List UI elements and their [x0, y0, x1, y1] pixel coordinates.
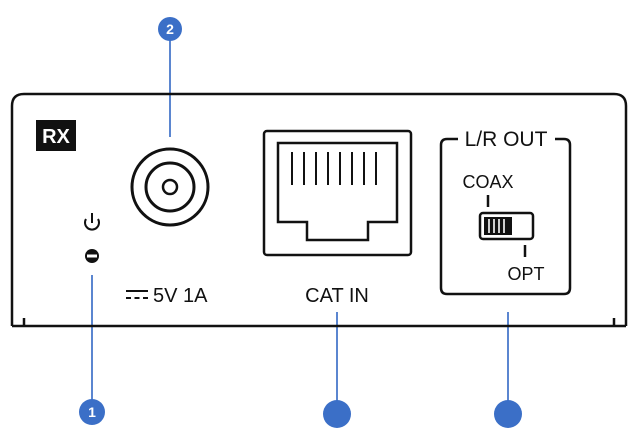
- power-input-label: 5V 1A: [153, 285, 208, 307]
- switch-bottom-label: OPT: [507, 264, 544, 284]
- callout-1: 1: [79, 399, 105, 425]
- rj45-port-icon: [262, 129, 413, 257]
- led-indicator-icon: [85, 249, 99, 263]
- lr-out-title: L/R OUT: [465, 128, 548, 151]
- dc-power-jack: [130, 147, 210, 227]
- rx-badge: RX: [42, 126, 70, 148]
- callout-1-number: 1: [88, 404, 96, 420]
- enclosure: [10, 92, 628, 328]
- switch-top-label: COAX: [462, 172, 513, 192]
- dc-symbol-icon: [126, 290, 148, 299]
- power-icon: [84, 213, 100, 231]
- callout-2-number: 2: [166, 21, 174, 37]
- rx-badge-box: [36, 120, 76, 151]
- lr-out-bracket: [439, 137, 572, 296]
- callout-4: [494, 400, 522, 428]
- callout-2: 2: [158, 17, 182, 41]
- cat-input-label: CAT IN: [305, 285, 369, 307]
- callout-3: [323, 400, 351, 428]
- slide-switch-icon: [478, 211, 535, 241]
